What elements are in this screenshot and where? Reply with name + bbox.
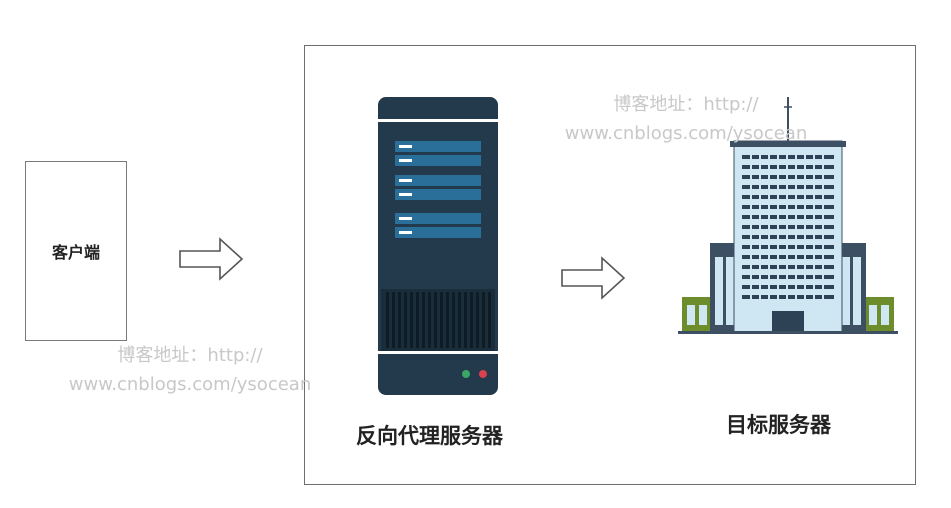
watermark: 博客地址：http:// www.cnblogs.com/ysocean bbox=[50, 341, 330, 399]
client-label: 客户端 bbox=[51, 243, 100, 262]
target-server-label: 目标服务器 bbox=[726, 413, 831, 437]
watermark-line: www.cnblogs.com/ysocean bbox=[68, 374, 312, 395]
proxy-server-label: 反向代理服务器 bbox=[356, 424, 503, 448]
arrow-proxy-to-target-icon bbox=[561, 256, 626, 300]
reverse-proxy-boundary bbox=[304, 45, 916, 485]
office-building-icon bbox=[678, 97, 898, 334]
watermark-line: 博客地址：http:// bbox=[117, 345, 263, 366]
client-box: 客户端 bbox=[25, 161, 127, 341]
arrow-client-to-proxy-icon bbox=[179, 237, 244, 281]
server-tower-icon bbox=[378, 97, 498, 395]
